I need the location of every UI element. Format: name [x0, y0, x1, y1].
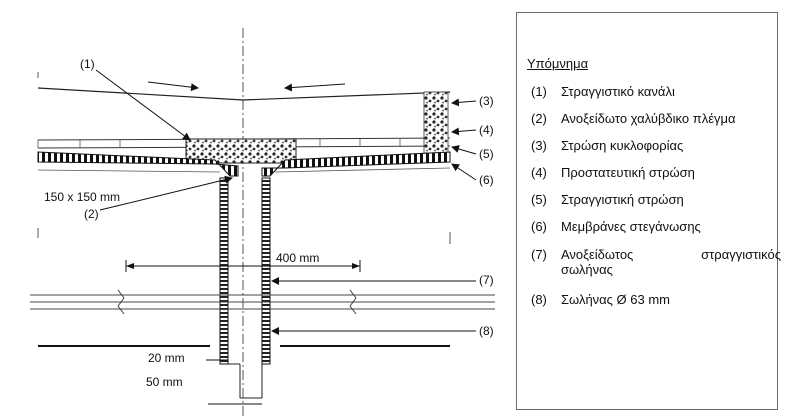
- pipe-wall-left: [219, 177, 229, 365]
- callout-2-label: (2): [84, 207, 99, 221]
- callout-4-label: (4): [479, 123, 494, 137]
- membrane-underline: [37, 167, 451, 173]
- callout-2-leader: [99, 175, 233, 211]
- callout-1-leader: [95, 69, 191, 141]
- callout-3-label: (3): [479, 94, 494, 108]
- membrane-layer-right: [261, 151, 451, 177]
- callout-5-label: (5): [479, 147, 494, 161]
- flow-arrow-right: [284, 83, 346, 92]
- rebar-break-marks: [117, 289, 357, 315]
- legend-panel: Υπόμνημα (1) Στραγγιστικό κανάλι (2) Ανο…: [516, 12, 781, 410]
- drainage-gravel-block: [185, 138, 297, 164]
- callout-6-label: (6): [479, 173, 494, 187]
- flow-arrow-left: [147, 81, 199, 92]
- legend-title: Υπόμνημα: [527, 56, 589, 71]
- edge-gravel-column: [423, 91, 449, 159]
- callout-7-label: (7): [479, 273, 494, 287]
- membrane-layer-left: [37, 151, 239, 177]
- callout-8-label: (8): [479, 324, 494, 338]
- dim-400-label: 400 mm: [276, 251, 319, 265]
- dim-50-label: 50 mm: [146, 375, 183, 389]
- pipe-wall-right: [261, 177, 271, 365]
- surface-line: [37, 87, 451, 101]
- pipe-outlet: [239, 364, 263, 399]
- callout-1-label: (1): [80, 57, 95, 71]
- dim-20-label: 20 mm: [148, 351, 185, 365]
- mesh-size-label: 150 x 150 mm: [44, 190, 120, 204]
